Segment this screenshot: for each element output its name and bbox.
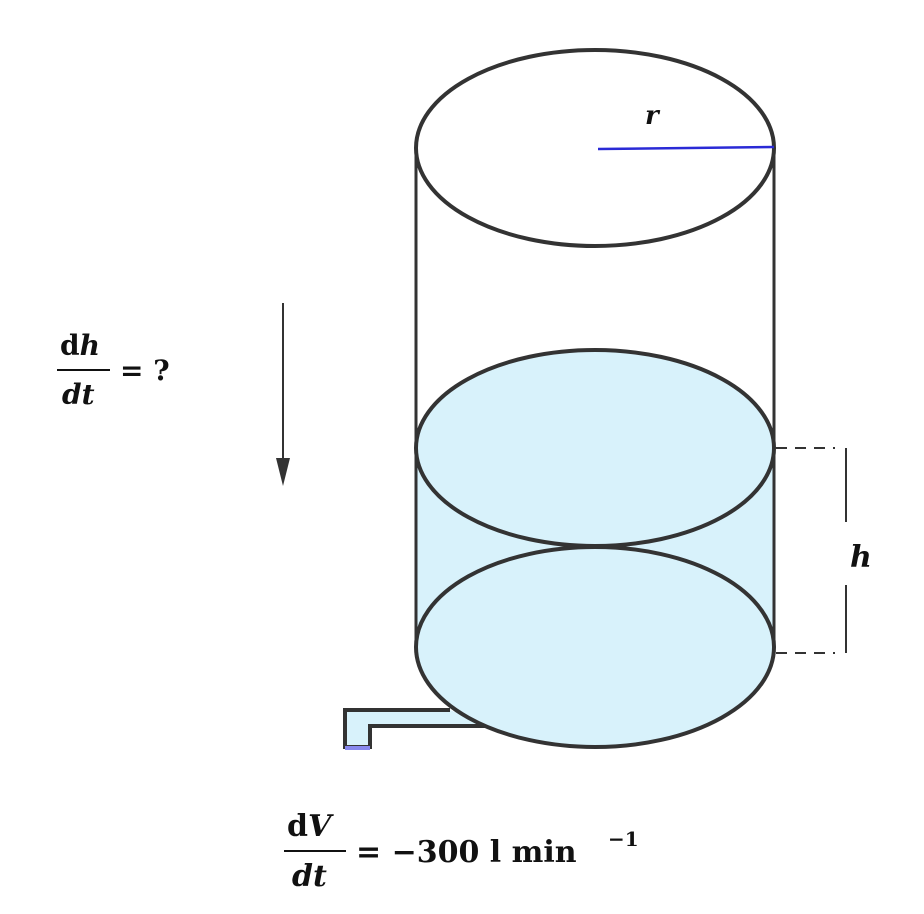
dv-rhs: = −300 l min — [356, 835, 577, 870]
drain-spout — [343, 708, 490, 750]
height-label: h — [850, 540, 872, 575]
dh-denominator: dt — [62, 378, 95, 411]
water-surface-ellipse — [414, 348, 776, 548]
height-dimension — [776, 447, 847, 654]
down-arrow-icon — [276, 303, 290, 486]
radius-label: r — [645, 101, 661, 131]
svg-text:dh: dh — [60, 329, 100, 362]
dh-rhs: = ? — [120, 354, 170, 387]
dv-numerator-var: V — [308, 809, 334, 844]
dh-numerator-var: h — [80, 329, 100, 362]
dv-exponent: −1 — [608, 827, 639, 851]
dh-numerator-d: d — [60, 329, 80, 362]
dv-denominator: dt — [292, 859, 327, 894]
rate-of-volume-formula: dV dt = −300 l min −1 — [284, 809, 639, 894]
tank-bottom-ellipse — [414, 545, 776, 749]
svg-text:dV: dV — [287, 809, 334, 844]
radius-line — [597, 145, 775, 151]
rate-of-height-formula: dh dt = ? — [57, 329, 170, 411]
dv-numerator-d: d — [287, 809, 308, 844]
